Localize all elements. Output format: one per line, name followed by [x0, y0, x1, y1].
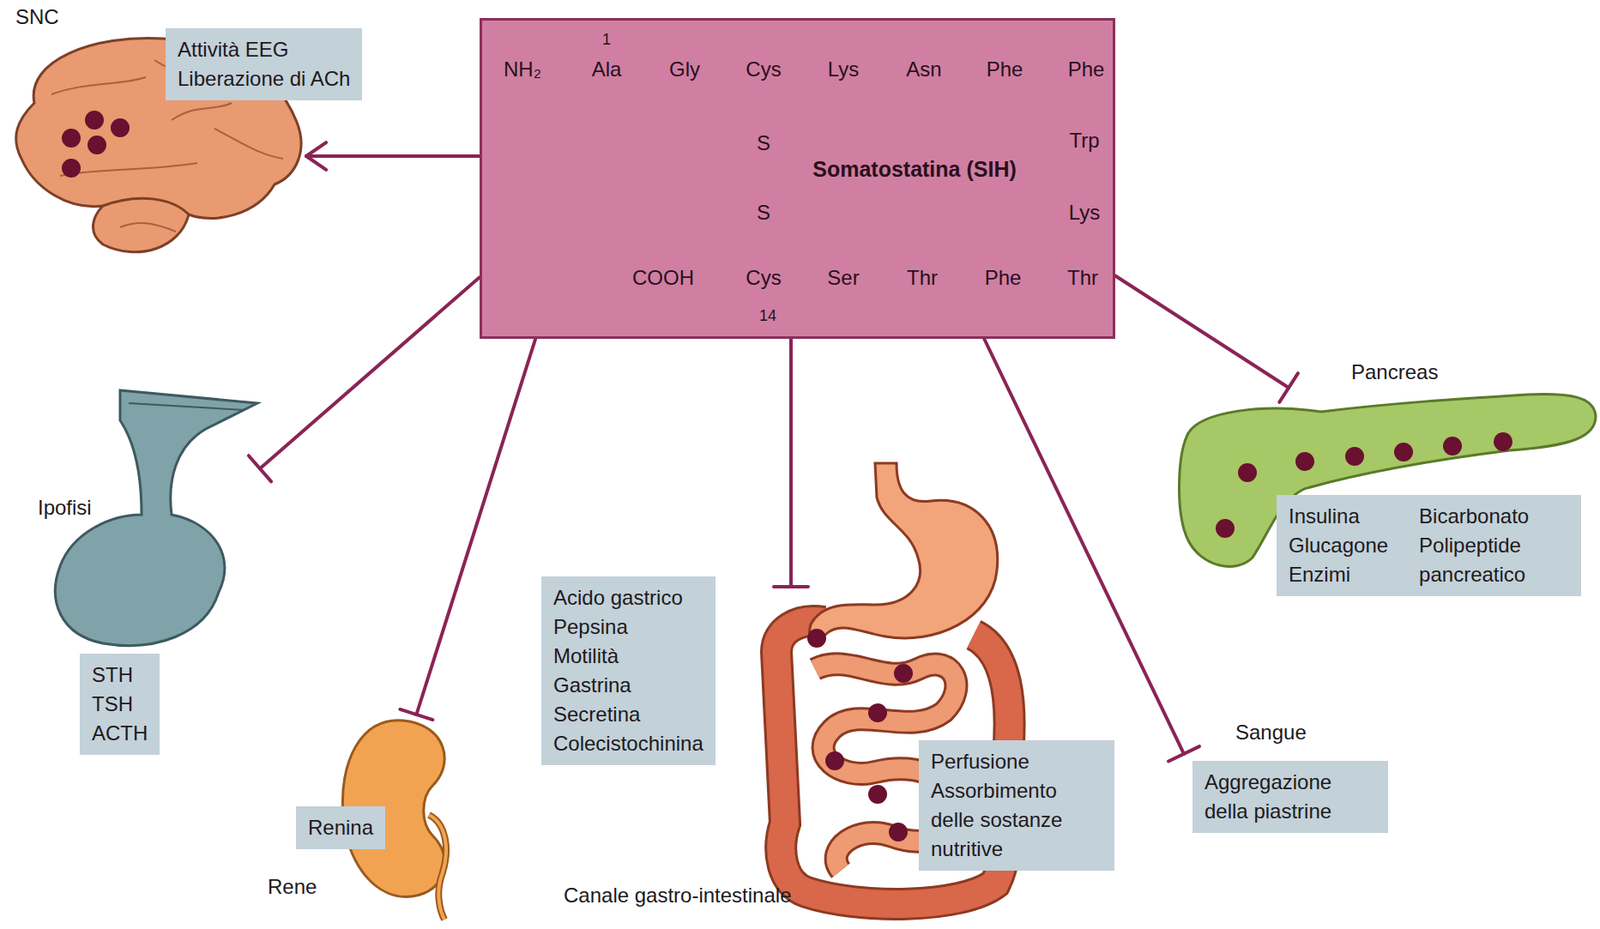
residue-label: Phe [1068, 58, 1105, 81]
action-arrow [248, 277, 480, 482]
effect-text: Polipeptide pancreatico [1418, 531, 1570, 590]
brain-region: SNCAttività EEGLiberazione di ACh [10, 30, 307, 260]
organ-name: SNC [15, 5, 60, 31]
action-arrow [399, 338, 536, 720]
stroke [1115, 275, 1289, 388]
stroke [306, 156, 327, 170]
hormone-name: Somatostatina (SIH) [812, 156, 1017, 182]
stroke [1279, 373, 1299, 403]
residue-label: Asn [905, 58, 942, 81]
stroke [984, 338, 1184, 755]
residue-label: Thr [1067, 266, 1099, 290]
residue-label: Ser [827, 266, 859, 290]
residue-label: Cys [745, 266, 781, 290]
effect-box: Renina [295, 806, 386, 850]
effect-text: Bicarbonato [1418, 501, 1570, 532]
organ-name: Ipofisi [37, 495, 92, 521]
blood-region: SangueAggregazione della piastrine [1183, 720, 1391, 863]
effect-text: Motilità [553, 641, 704, 671]
effect-box: Attività EEGLiberazione di ACh [165, 28, 363, 101]
stroke [248, 455, 272, 482]
effect-text: Perfusione [930, 747, 1103, 777]
stroke [399, 709, 433, 720]
position-number: 1 [602, 31, 611, 49]
gut-region: Canale gastro-intestinaleAcido gastricoP… [767, 586, 1021, 924]
residue-label: Phe [986, 58, 1024, 81]
effect-text: STH [91, 660, 148, 690]
residue-label: Ala [591, 58, 622, 81]
effect-text: Gastrina [553, 670, 704, 701]
residue-label: Trp [1068, 129, 1099, 152]
organ-name: Rene [267, 875, 317, 900]
residue-label: Phe [984, 266, 1022, 290]
organ-name: Sangue [1235, 720, 1307, 746]
residue-label: Gly [669, 58, 701, 81]
effect-text: Enzimi [1288, 560, 1389, 590]
effect-text: Insulina [1288, 501, 1389, 532]
effect-box: Acido gastricoPepsinaMotilitàGastrinaSec… [541, 576, 716, 766]
residue-label: Cys [745, 58, 781, 81]
effect-text: TSH [91, 689, 148, 719]
effect-box: PerfusioneAssorbimento delle sostanze nu… [918, 740, 1115, 871]
stroke [306, 154, 480, 158]
column-group: InsulinaGlucagoneEnzimi BicarbonatoPolipe… [1288, 501, 1570, 590]
stroke [1168, 746, 1200, 761]
sulfur-label: S [756, 201, 771, 224]
effect-box: InsulinaGlucagoneEnzimi BicarbonatoPolipe… [1276, 495, 1582, 597]
kidney-region: ReneRenina [337, 714, 455, 904]
effect-text: Renina [307, 813, 374, 843]
effect-text: Assorbimento delle sostanze nutritive [930, 776, 1103, 864]
pancreas-region: PancreasInsulinaGlucagoneEnzimiBicarbona… [1173, 387, 1596, 572]
terminus-label: NH₂ [503, 58, 542, 81]
residue-label: Lys [827, 58, 859, 81]
text-column: BicarbonatoPolipeptide pancreatico [1418, 501, 1570, 590]
action-arrow [306, 142, 480, 170]
residue-label: Lys [1068, 201, 1100, 224]
position-number: 14 [759, 307, 777, 326]
stroke [259, 277, 480, 469]
effect-text: Acido gastrico [553, 583, 704, 613]
text-column: InsulinaGlucagoneEnzimi [1288, 501, 1389, 590]
effect-text: Glucagone [1288, 531, 1389, 561]
organ-name: Pancreas [1351, 360, 1438, 386]
effect-text: Attività EEG [177, 35, 351, 65]
effect-text: Secretina [553, 700, 704, 730]
residue-label: Thr [906, 266, 938, 290]
stroke [773, 585, 809, 589]
effect-text: Liberazione di ACh [177, 64, 351, 94]
terminus-label: COOH [632, 266, 695, 290]
sulfur-label: S [756, 132, 771, 155]
stroke [416, 338, 536, 715]
stroke [789, 338, 793, 587]
effect-box: STHTSHACTH [79, 653, 160, 755]
stroke [306, 142, 327, 157]
effect-text: Pepsina [553, 612, 704, 642]
effect-text: ACTH [91, 718, 148, 749]
pituitary-region: IpofisiSTHTSHACTH [46, 387, 260, 654]
action-arrow [773, 338, 809, 587]
action-arrow [1115, 275, 1299, 402]
effect-text: Colecistochinina [553, 729, 704, 759]
effect-box: Aggregazione della piastrine [1192, 760, 1389, 834]
organ-name: Canale gastro-intestinale [563, 883, 792, 909]
action-arrow [984, 338, 1200, 761]
effect-text: Aggregazione della piastrine [1204, 767, 1377, 827]
